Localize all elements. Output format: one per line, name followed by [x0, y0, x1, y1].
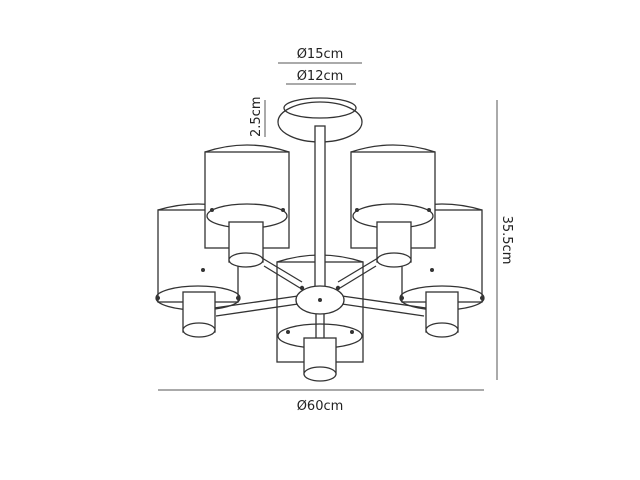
dimension-outer-canopy-label: Ø15cm [297, 47, 344, 62]
lamp-shade-lower-left [155, 285, 241, 338]
lamp-shade-upper-left [204, 144, 290, 268]
dimension-height-label: 35.5cm [499, 216, 514, 265]
lamp-shade-lower-right [399, 285, 485, 338]
lamp-shade-upper-right [350, 144, 436, 268]
dimension-canopy-depth-label: 2.5cm [249, 97, 264, 138]
lamp-shade-front-center [277, 323, 363, 382]
dimension-lines [158, 62, 498, 391]
dimension-inner-canopy-label: Ø12cm [297, 69, 344, 84]
dimension-width-label: Ø60cm [297, 399, 344, 414]
chandelier-illustration [155, 97, 485, 382]
central-hub [295, 285, 345, 315]
central-rod [314, 125, 326, 291]
